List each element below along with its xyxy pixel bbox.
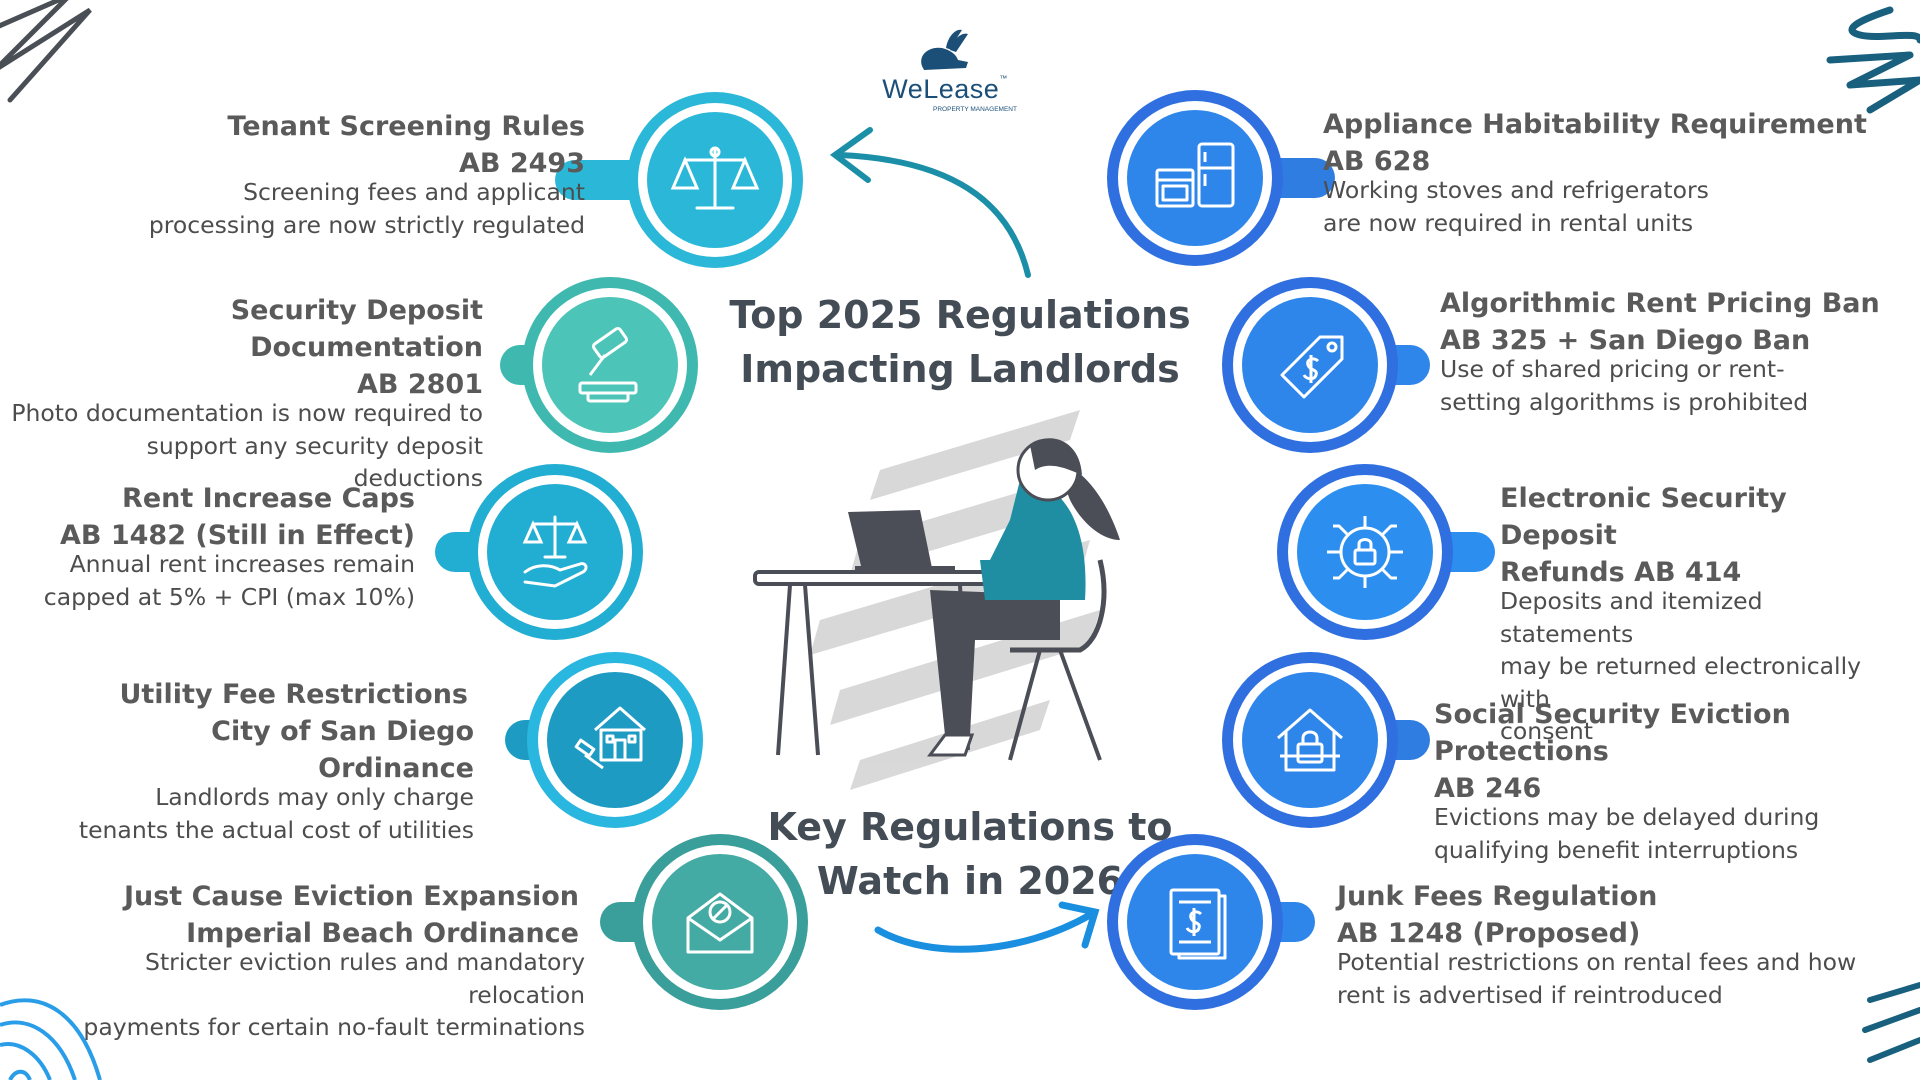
item-desc: Photo documentation is now required to — [11, 399, 483, 427]
badge-social-security — [1210, 640, 1430, 840]
appliances-icon — [1155, 142, 1235, 208]
item-desc: Annual rent increases remain — [69, 550, 415, 578]
item-desc: Screening fees and applicant — [243, 178, 585, 206]
item-just-cause: Just Cause Eviction Expansion Imperial B… — [40, 878, 585, 1044]
item-social-security: Social Security Eviction Protections AB … — [1434, 696, 1904, 866]
welease-logo: WeLease™ PROPERTY MANAGEMENT — [860, 26, 1030, 126]
item-code: AB 246 — [1434, 773, 1542, 804]
item-desc: Use of shared pricing or rent- — [1440, 355, 1785, 383]
arrow-to-2025 — [829, 127, 1031, 278]
item-code: AB 325 + San Diego Ban — [1440, 325, 1811, 356]
logo-subtitle: PROPERTY MANAGEMENT — [933, 106, 1017, 113]
scribble-bottom-right — [1862, 982, 1920, 1063]
title-2025-line2: Impacting Landlords — [740, 347, 1180, 391]
invoice-icon — [1169, 888, 1227, 960]
item-desc: Potential restrictions on rental fees an… — [1337, 948, 1857, 976]
scales-icon — [670, 146, 760, 210]
item-desc: tenants the actual cost of utilities — [78, 815, 474, 844]
badge-algorithmic — [1210, 265, 1430, 465]
title-2025-line1: Top 2025 Regulations — [729, 293, 1191, 337]
gavel-icon — [578, 326, 638, 403]
item-desc: Working stoves and refrigerators — [1323, 176, 1709, 204]
house-lock-icon — [1277, 708, 1343, 772]
title-2025: Top 2025 Regulations Impacting Landlords — [720, 288, 1200, 396]
badge-electronic-deposit — [1265, 452, 1495, 652]
item-desc: may be returned electronically with — [1500, 652, 1862, 713]
title-2026-line2: Watch in 2026 — [816, 859, 1124, 903]
badge-just-cause — [600, 822, 820, 1022]
title-2026-line1: Key Regulations to — [767, 805, 1173, 849]
item-security-deposit: Security Deposit Documentation AB 2801 P… — [10, 292, 483, 495]
scribble-top-right — [1826, 6, 1920, 114]
item-code: AB 628 — [1323, 146, 1431, 177]
badge-junk-fees — [1095, 822, 1315, 1022]
badge-utility-fee — [505, 640, 715, 840]
item-tenant-screening: Tenant Screening Rules AB 2493 Screening… — [90, 108, 585, 241]
item-title: Security Deposit Documentation — [230, 295, 483, 363]
item-algorithmic: Algorithmic Rent Pricing Ban AB 325 + Sa… — [1440, 285, 1900, 418]
badge-appliance — [1095, 78, 1335, 278]
rabbit-logo-icon — [921, 29, 968, 70]
item-code: AB 1248 (Proposed) — [1337, 918, 1641, 949]
house-gavel-icon — [574, 706, 646, 770]
item-code: Imperial Beach Ordinance — [186, 918, 579, 949]
item-desc: consent — [1500, 717, 1594, 745]
item-rent-increase: Rent Increase Caps AB 1482 (Still in Eff… — [40, 480, 415, 613]
item-desc: capped at 5% + CPI (max 10%) — [43, 582, 415, 611]
item-desc: rent is advertised if reintroduced — [1337, 980, 1723, 1009]
item-code: Refunds AB 414 — [1500, 557, 1742, 588]
item-desc: processing are now strictly regulated — [148, 210, 585, 239]
item-desc: setting algorithms is prohibited — [1440, 387, 1809, 416]
item-title: Utility Fee Restrictions — [119, 679, 468, 710]
item-utility-fee: Utility Fee Restrictions City of San Die… — [60, 676, 474, 846]
envelope-icon — [686, 892, 754, 954]
item-title: Algorithmic Rent Pricing Ban — [1440, 288, 1880, 319]
badge-security-deposit — [500, 265, 710, 465]
scribble-top-left — [0, 0, 92, 103]
item-desc: qualifying benefit interruptions — [1434, 835, 1799, 864]
item-title: Social Security Eviction Protections — [1434, 699, 1791, 767]
item-code: AB 2801 — [356, 369, 483, 400]
badge-rent-increase — [435, 452, 655, 652]
item-code: City of San Diego Ordinance — [211, 716, 474, 784]
scales-hand-icon — [522, 515, 588, 588]
title-2026: Key Regulations to Watch in 2026 — [730, 800, 1210, 908]
badge-tenant-screening — [555, 80, 815, 280]
item-code: AB 1482 (Still in Effect) — [59, 520, 415, 551]
item-title: Just Cause Eviction Expansion — [123, 881, 579, 912]
item-title: Appliance Habitability Requirement — [1323, 109, 1867, 140]
item-electronic-deposit: Electronic Security Deposit Refunds AB 4… — [1500, 480, 1900, 748]
item-desc: Stricter eviction rules and mandatory re… — [145, 948, 585, 1009]
item-desc: Deposits and itemized statements — [1500, 587, 1763, 648]
item-code: AB 2493 — [458, 148, 585, 179]
item-title: Electronic Security Deposit — [1500, 483, 1787, 551]
item-title: Junk Fees Regulation — [1337, 881, 1658, 912]
arrow-to-2026 — [874, 901, 1100, 953]
item-title: Rent Increase Caps — [122, 483, 415, 514]
price-tag-icon — [1280, 335, 1344, 399]
item-desc: payments for certain no-fault terminatio… — [83, 1013, 585, 1041]
logo-wordmark: WeLease™ — [882, 74, 1008, 104]
item-appliance: Appliance Habitability Requirement AB 62… — [1323, 106, 1883, 239]
item-desc: support any security deposit deductions — [146, 431, 483, 493]
item-desc: Evictions may be delayed during — [1434, 803, 1820, 831]
lock-circuit-icon — [1327, 516, 1403, 588]
item-title: Tenant Screening Rules — [227, 111, 585, 142]
woman-at-desk-illustration — [753, 410, 1120, 790]
item-desc: are now required in rental units — [1323, 208, 1694, 237]
item-junk-fees: Junk Fees Regulation AB 1248 (Proposed) … — [1337, 878, 1857, 1011]
item-desc: Landlords may only charge — [155, 783, 474, 811]
